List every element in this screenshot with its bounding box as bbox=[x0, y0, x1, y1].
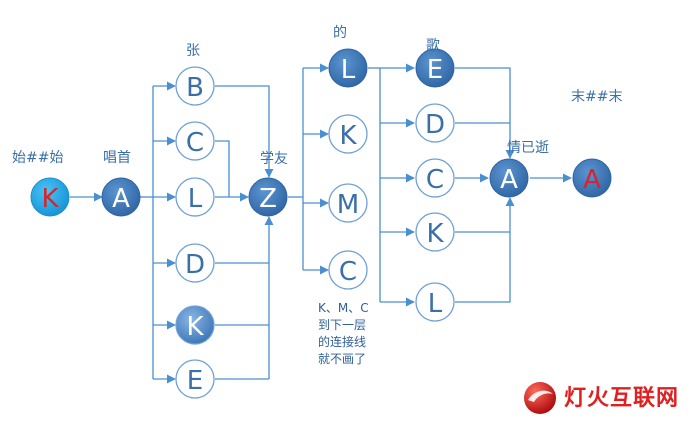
logo-text: 灯火互联网 bbox=[564, 386, 680, 411]
svg-text:K: K bbox=[41, 184, 59, 214]
svg-text:D: D bbox=[185, 250, 205, 280]
nodes: K A B C L D K E Z L K M C bbox=[30, 48, 612, 399]
label-of: 的 bbox=[333, 25, 347, 41]
svg-text:K: K bbox=[186, 312, 204, 342]
label-a-node: 唱首 bbox=[103, 150, 131, 166]
label-song: 歌 bbox=[426, 38, 440, 54]
col2-node-l: L bbox=[328, 48, 368, 88]
svg-text:D: D bbox=[425, 110, 445, 140]
svg-text:E: E bbox=[427, 55, 443, 85]
label-love-gone: 情已逝 bbox=[507, 140, 549, 156]
col3-node-e: E bbox=[415, 48, 455, 88]
col3-node-d: D bbox=[415, 103, 455, 143]
svg-text:A: A bbox=[583, 165, 601, 195]
svg-text:C: C bbox=[426, 165, 444, 195]
label-start: 始##始 bbox=[12, 150, 64, 166]
col3-node-l: L bbox=[415, 282, 455, 322]
col1-node-d: D bbox=[175, 243, 215, 283]
label-end: 末##末 bbox=[571, 89, 623, 105]
col1-node-l: L bbox=[175, 177, 215, 217]
logo: 灯火互联网 bbox=[520, 378, 700, 418]
svg-text:C: C bbox=[186, 128, 204, 158]
end-node: A bbox=[572, 158, 612, 198]
edges bbox=[70, 63, 572, 384]
col2-node-k: K bbox=[328, 114, 368, 154]
col1-node-b: B bbox=[175, 66, 215, 106]
label-friend: 学友 bbox=[260, 151, 288, 167]
logo-icon bbox=[524, 382, 556, 414]
svg-text:C: C bbox=[339, 257, 357, 287]
note-text: K、M、C 到下一层 的连接线 就不画了 bbox=[318, 301, 369, 366]
svg-text:K: K bbox=[426, 219, 444, 249]
svg-text:A: A bbox=[500, 165, 518, 195]
node-a1: A bbox=[101, 177, 141, 217]
svg-text:L: L bbox=[428, 289, 443, 319]
svg-text:L: L bbox=[188, 184, 203, 214]
svg-text:A: A bbox=[112, 184, 130, 214]
label-zhang: 张 bbox=[186, 43, 200, 59]
col1-node-k: K bbox=[175, 305, 215, 345]
svg-text:E: E bbox=[187, 366, 203, 396]
node-a2: A bbox=[489, 158, 529, 198]
col3-node-k: K bbox=[415, 212, 455, 252]
node-z: Z bbox=[248, 177, 288, 217]
col2-node-c: C bbox=[328, 250, 368, 290]
col3-node-c: C bbox=[415, 158, 455, 198]
svg-text:M: M bbox=[337, 190, 359, 220]
col1-node-e: E bbox=[175, 359, 215, 399]
svg-text:L: L bbox=[341, 55, 356, 85]
svg-text:K: K bbox=[339, 121, 357, 151]
start-node: K bbox=[30, 177, 70, 217]
svg-text:B: B bbox=[186, 73, 204, 103]
svg-text:Z: Z bbox=[259, 184, 277, 214]
col2-node-m: M bbox=[328, 183, 368, 223]
col1-node-c: C bbox=[175, 121, 215, 161]
